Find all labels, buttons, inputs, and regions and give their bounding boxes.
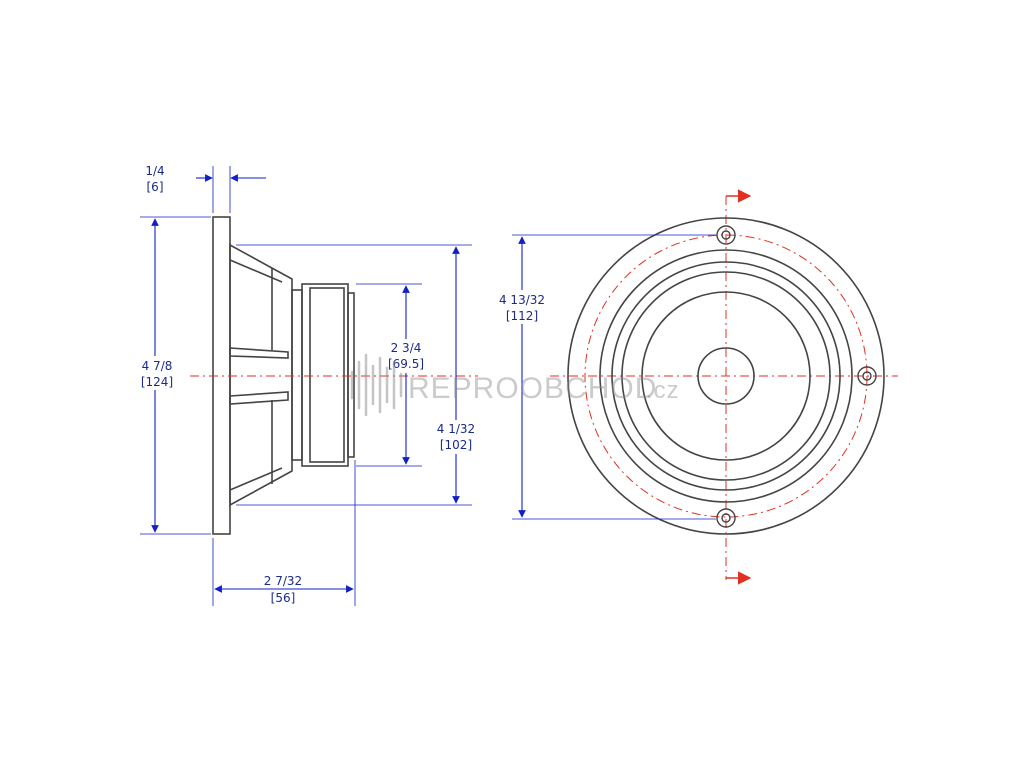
watermark-suffix: .cz <box>646 377 680 404</box>
sound-wave-icon <box>350 353 403 417</box>
side-basket-inner-top <box>229 259 283 283</box>
side-spoke-lower <box>229 391 289 405</box>
overall-height-inch: 4 7/8 <box>142 359 173 373</box>
bolt-circle-mm: [112] <box>506 309 538 323</box>
magnet-diameter-mm: [69.5] <box>388 357 424 371</box>
magnet-diameter-inch: 2 3/4 <box>391 341 422 355</box>
side-view <box>212 216 355 535</box>
front-surround-mid <box>611 261 841 491</box>
side-neck <box>291 289 303 461</box>
watermark: REPROOBCHOD .cz <box>350 353 680 417</box>
side-magnet-inner <box>309 287 345 463</box>
mounting-hole-right <box>857 366 877 386</box>
side-magnet-plate <box>347 292 355 458</box>
side-basket-inner-bottom <box>229 467 283 491</box>
mounting-hole-bottom <box>716 508 736 528</box>
front-dimension <box>512 234 716 520</box>
watermark-brand: REPROOBCHOD <box>408 372 657 405</box>
side-spoke-upper <box>229 347 289 359</box>
basket-height-mm: [102] <box>440 438 472 452</box>
front-cone <box>641 291 811 461</box>
side-basket-outline <box>229 243 293 507</box>
front-surround-outer <box>599 249 853 503</box>
overall-height-mm: [124] <box>141 375 173 389</box>
front-surround-inner <box>621 271 831 481</box>
mounting-hole-top <box>716 225 736 245</box>
front-view <box>550 189 898 585</box>
flange-thickness-mm: [6] <box>147 180 164 194</box>
flange-thickness-inch: 1/4 <box>145 164 164 178</box>
front-frame-outer <box>567 217 885 535</box>
mounting-depth-inch: 2 7/32 <box>264 574 302 588</box>
bolt-circle-inch: 4 13/32 <box>499 293 545 307</box>
side-magnet <box>301 283 349 467</box>
side-extension-lines <box>140 166 472 606</box>
bolt-circle <box>584 234 868 518</box>
front-dust-cap <box>697 347 755 405</box>
basket-height-inch: 4 1/32 <box>437 422 475 436</box>
mounting-depth-mm: [56] <box>271 591 296 605</box>
